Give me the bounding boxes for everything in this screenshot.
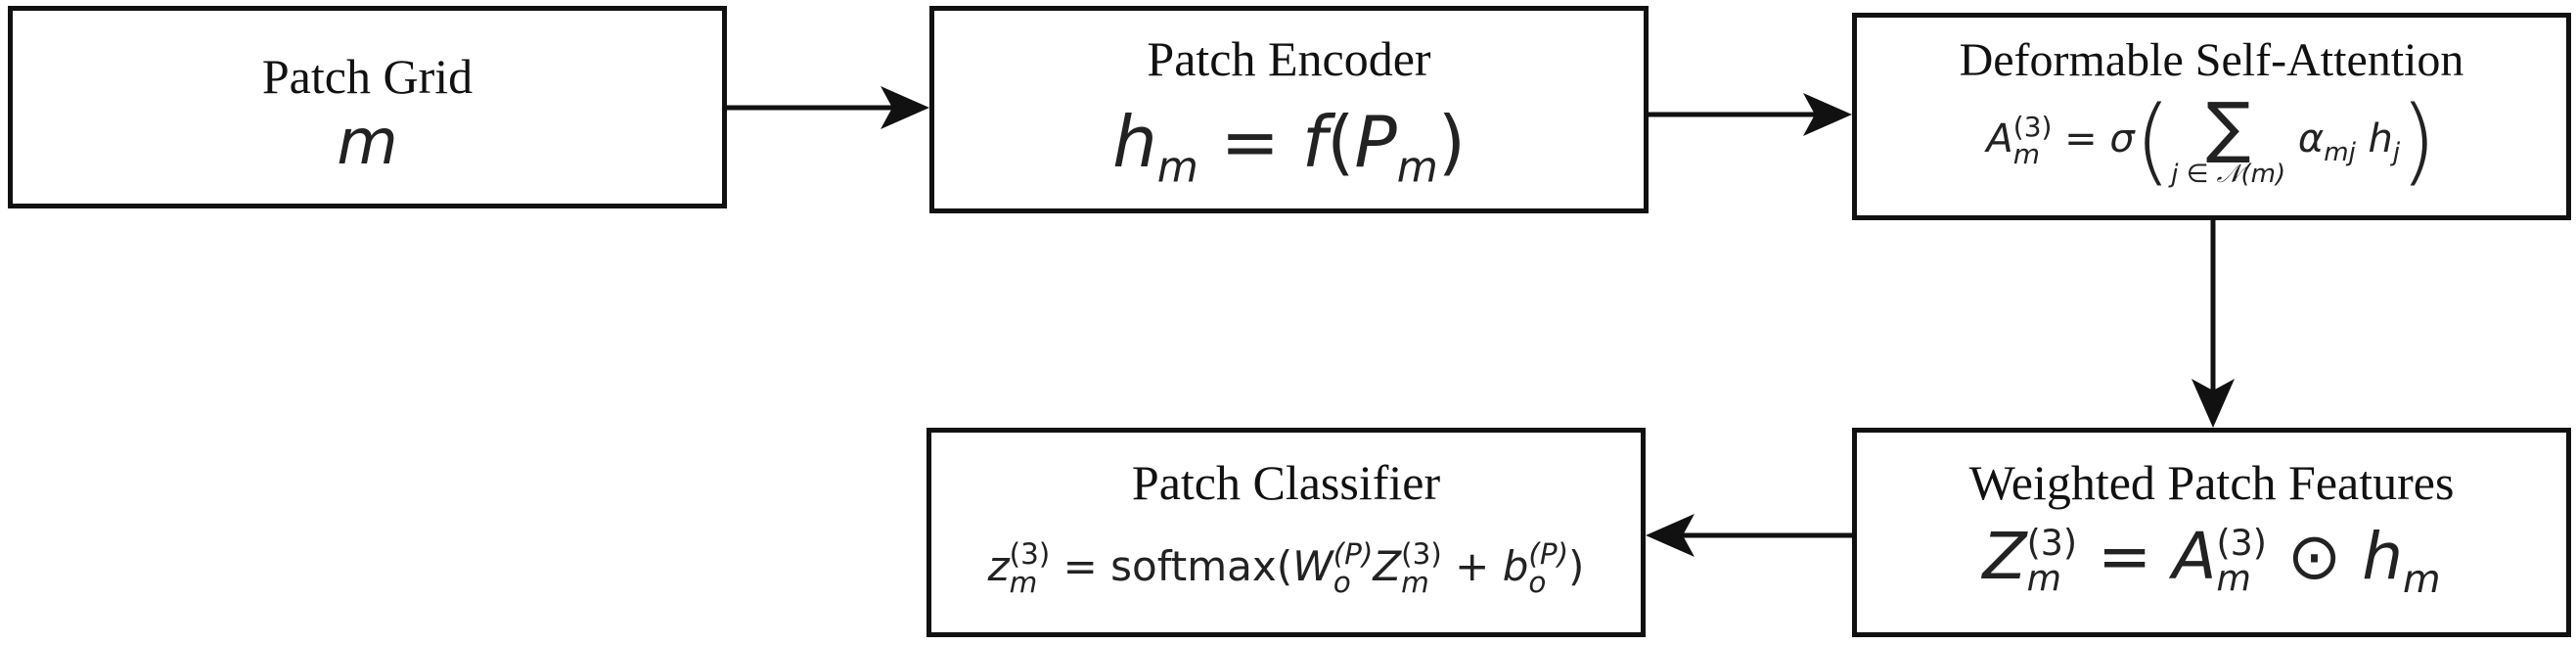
node-title: Patch Classifier — [1131, 455, 1441, 510]
node-formula: m — [13, 107, 722, 179]
arrowhead-icon — [2192, 379, 2235, 428]
arrowhead-icon — [881, 86, 929, 129]
node-formula: A(3)m = σ(∑j ∈ 𝒩(m) αmj hj) — [1986, 86, 2437, 196]
node-title: Weighted Patch Features — [1968, 455, 2455, 510]
node-weighted-patch-features: Weighted Patch Features Z(3)m = A(3)m ⊙ … — [1852, 428, 2571, 637]
node-formula: Z(3)m = A(3)m ⊙ hm — [1982, 519, 2441, 603]
node-deformable-self-attention: Deformable Self-Attention A(3)m = σ(∑j ∈… — [1852, 13, 2571, 220]
node-patch-grid: Patch Grid m — [8, 6, 727, 208]
arrowhead-icon — [1646, 514, 1695, 557]
node-title: Patch Encoder — [1147, 31, 1431, 86]
formula-symbol: m — [337, 107, 398, 179]
arrowhead-icon — [1803, 93, 1852, 136]
node-patch-encoder: Patch Encoder hm = f(Pm) — [929, 6, 1649, 213]
node-title: Patch Grid — [261, 49, 474, 104]
node-formula: hm = f(Pm) — [1112, 101, 1466, 193]
node-title: Deformable Self-Attention — [1959, 34, 2464, 86]
